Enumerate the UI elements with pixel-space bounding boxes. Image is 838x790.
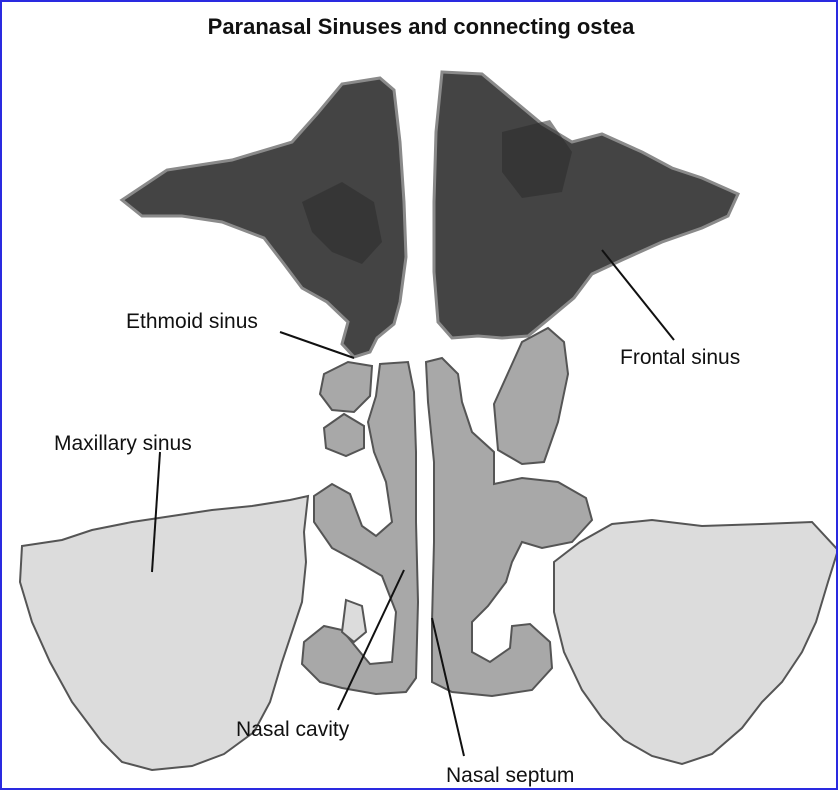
left-ethmoid-cells bbox=[320, 362, 372, 412]
right-frontal-sinus bbox=[434, 72, 738, 338]
maxillary-sinus-label: Maxillary sinus bbox=[54, 432, 192, 455]
left-nasal-wall bbox=[302, 362, 418, 694]
left-ethmoid-lower-cell bbox=[324, 414, 364, 456]
nasal-cavity-label: Nasal cavity bbox=[236, 718, 350, 741]
right-ethmoid-cells bbox=[494, 328, 568, 464]
frontal-sinus-label: Frontal sinus bbox=[620, 346, 740, 369]
right-maxillary-sinus bbox=[554, 520, 836, 764]
septum-gap bbox=[420, 364, 424, 702]
ethmoid-sinus-label: Ethmoid sinus bbox=[126, 310, 258, 333]
left-meatus-pocket bbox=[342, 600, 366, 642]
nasal-septum-label: Nasal septum bbox=[446, 764, 574, 787]
frontal-leader-line bbox=[602, 250, 674, 340]
